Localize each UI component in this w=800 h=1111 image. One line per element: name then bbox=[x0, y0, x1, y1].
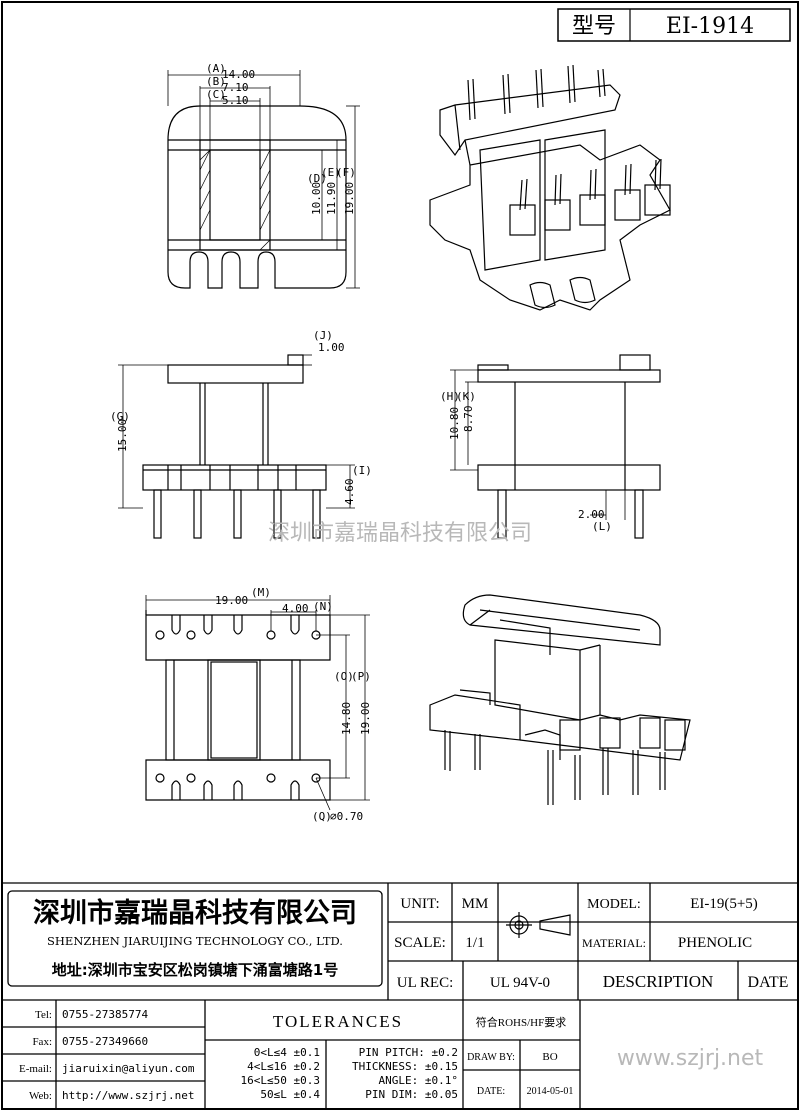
dim-l-value: 2.00 bbox=[578, 508, 605, 521]
company-name-en: SHENZHEN JIARUIJING TECHNOLOGY CO., LTD. bbox=[47, 934, 343, 948]
dim-n-label: (N) bbox=[313, 600, 333, 613]
model-label: MODEL: bbox=[587, 897, 641, 912]
dim-i-value: 4.60 bbox=[343, 479, 356, 506]
draw-by-value: BO bbox=[542, 1051, 557, 1063]
dim-i-label: (I) bbox=[352, 464, 372, 477]
ulrec-value: UL 94V-0 bbox=[490, 975, 550, 991]
dim-o-value: 14.80 bbox=[340, 702, 353, 735]
projection-symbol-icon bbox=[506, 912, 571, 938]
dim-p-label: (P) bbox=[351, 670, 371, 683]
company-name-cn: 深圳市嘉瑞晶科技有限公司 bbox=[33, 897, 357, 929]
date-value: 2014-05-01 bbox=[527, 1086, 574, 1097]
pin-row-1: PIN PITCH: ±0.2 bbox=[359, 1046, 458, 1059]
pin-row-3: ANGLE: ±0.1° bbox=[379, 1074, 458, 1087]
top-view-dims: (A) 14.00 (B) 7.10 (C) 5.10 10.00 (D) 11… bbox=[206, 62, 356, 215]
top-view bbox=[167, 70, 360, 289]
dim-e-value: 11.90 bbox=[325, 182, 338, 215]
spec-cells: UNIT: MM SCALE: 1/1 UL REC: UL 94V-0 MOD… bbox=[394, 896, 788, 991]
side-view-dims: (H) (K) 10.80 8.70 2.00 (L) bbox=[440, 390, 612, 533]
watermark: 深圳市嘉瑞晶科技有限公司 bbox=[268, 521, 532, 546]
dim-p-value: 19.00 bbox=[359, 702, 372, 735]
dim-g-value: 15.00 bbox=[116, 419, 129, 452]
dim-k-label: (K) bbox=[456, 390, 476, 403]
dim-d-value: 10.00 bbox=[310, 182, 323, 215]
type-value: EI-1914 bbox=[666, 14, 754, 39]
dim-d-label: (D) bbox=[307, 172, 327, 185]
email-label: E-mail: bbox=[19, 1063, 52, 1075]
dim-q-label: (Q) bbox=[312, 810, 332, 823]
type-label: 型号 bbox=[572, 14, 616, 39]
company-address: 地址:深圳市宝安区松岗镇塘下涌富塘路1号 bbox=[52, 961, 338, 979]
rohs-note: 符合ROHS/HF要求 bbox=[476, 1015, 566, 1029]
tolerances-block: TOLERANCES 符合ROHS/HF要求 0<L≤4 ±0.1 4<L≤16… bbox=[241, 1012, 764, 1101]
dim-c-label: (C) bbox=[206, 88, 226, 101]
web-value: http://www.szjrj.net bbox=[62, 1089, 194, 1102]
pin-row-4: PIN DIM: ±0.05 bbox=[365, 1088, 458, 1101]
dim-c-value: 5.10 bbox=[222, 94, 249, 107]
dim-j-value: 1.00 bbox=[318, 341, 345, 354]
dim-q-value: ⌀0.70 bbox=[330, 810, 363, 823]
dim-h-label: (H) bbox=[440, 390, 460, 403]
ulrec-label: UL REC: bbox=[397, 975, 454, 991]
tol-row-2: 4<L≤16 ±0.2 bbox=[247, 1060, 320, 1073]
dim-m-value: 19.00 bbox=[215, 594, 248, 607]
dim-b-label: (B) bbox=[206, 75, 226, 88]
tol-row-1: 0<L≤4 ±0.1 bbox=[254, 1046, 320, 1059]
dim-e-label: (E) bbox=[321, 166, 341, 179]
front-view bbox=[118, 354, 355, 539]
website-watermark: www.szjrj.net bbox=[617, 1046, 764, 1071]
tel-label: Tel: bbox=[35, 1009, 52, 1021]
material-label: MATERIAL: bbox=[582, 936, 646, 950]
iso-view-top bbox=[429, 64, 671, 311]
date-header: DATE bbox=[748, 974, 789, 991]
description-label: DESCRIPTION bbox=[603, 972, 714, 991]
dim-l-label: (L) bbox=[592, 520, 612, 533]
draw-by-label: DRAW BY: bbox=[467, 1052, 515, 1063]
email-value: jiaruixin@aliyun.com bbox=[62, 1062, 195, 1075]
date-label: DATE: bbox=[477, 1086, 505, 1097]
dim-a-value: 14.00 bbox=[222, 68, 255, 81]
dim-m-label: (M) bbox=[251, 586, 271, 599]
scale-label: SCALE: bbox=[394, 935, 446, 951]
tolerances-title: TOLERANCES bbox=[273, 1012, 403, 1031]
unit-value: MM bbox=[462, 896, 489, 912]
type-box: 型号 EI-1914 bbox=[557, 8, 791, 42]
tel-value: 0755-27385774 bbox=[62, 1008, 148, 1021]
fax-label: Fax: bbox=[32, 1036, 52, 1048]
fax-value: 0755-27349660 bbox=[62, 1035, 148, 1048]
side-view bbox=[450, 354, 661, 539]
iso-view-bottom bbox=[429, 594, 691, 805]
scale-value: 1/1 bbox=[465, 935, 484, 951]
model-value: EI-19(5+5) bbox=[690, 896, 758, 912]
pin-row-2: THICKNESS: ±0.15 bbox=[352, 1060, 458, 1073]
dim-j-label: (J) bbox=[313, 329, 333, 342]
dim-k-value: 8.70 bbox=[462, 406, 475, 433]
dim-h-value: 10.80 bbox=[448, 407, 461, 440]
dim-n-value: 4.00 bbox=[282, 602, 309, 615]
front-view-dims: (J) 1.00 (G) 15.00 (I) 4.60 bbox=[110, 329, 372, 505]
dim-a-label: (A) bbox=[206, 62, 226, 75]
web-label: Web: bbox=[29, 1090, 52, 1102]
dim-o-label: (O) bbox=[334, 670, 354, 683]
unit-label: UNIT: bbox=[400, 896, 439, 912]
dim-g-label: (G) bbox=[110, 410, 130, 423]
bottom-view-dims: 19.00 (M) 4.00 (N) (O) (P) 14.80 19.00 (… bbox=[215, 586, 372, 823]
material-value: PHENOLIC bbox=[678, 935, 752, 951]
bottom-view bbox=[145, 595, 370, 811]
company-block: 深圳市嘉瑞晶科技有限公司 SHENZHEN JIARUIJING TECHNOL… bbox=[33, 897, 357, 979]
dim-f-label: (F) bbox=[336, 166, 356, 179]
dim-f-value: 19.00 bbox=[343, 182, 356, 215]
dim-b-value: 7.10 bbox=[222, 81, 249, 94]
tol-row-4: 50≤L ±0.4 bbox=[260, 1088, 320, 1101]
tol-row-3: 16<L≤50 ±0.3 bbox=[241, 1074, 320, 1087]
contact-block: Tel: 0755-27385774 Fax: 0755-27349660 E-… bbox=[19, 1008, 195, 1102]
title-block bbox=[2, 882, 798, 1109]
